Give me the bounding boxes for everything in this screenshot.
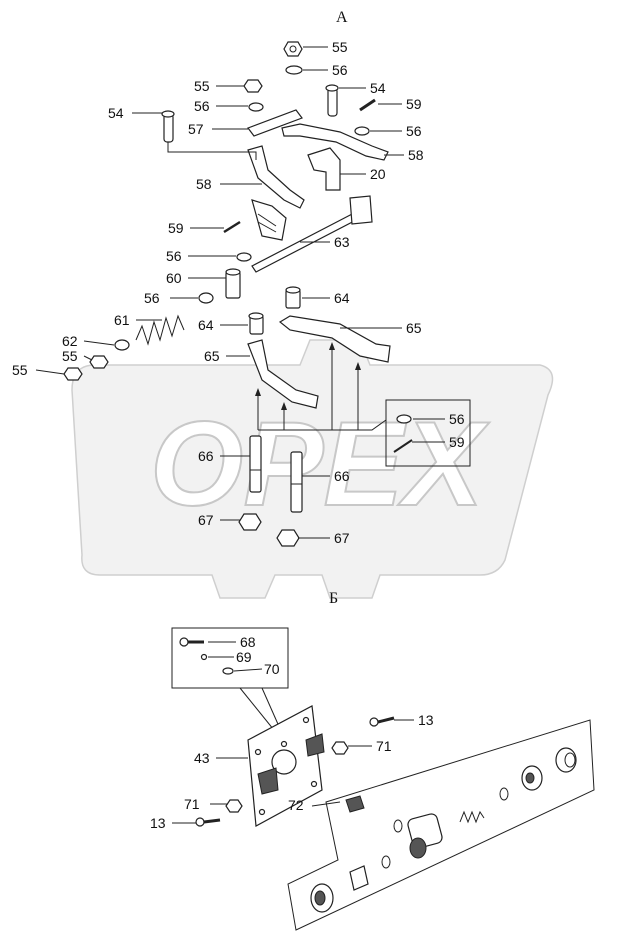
callout-56: 56: [406, 123, 422, 139]
part-washer-56-left: [248, 102, 264, 112]
callout-66: 66: [334, 468, 350, 484]
part-lever-65-right: [278, 315, 391, 363]
callout-70: 70: [264, 661, 280, 677]
part-pin-54-left: [161, 110, 175, 143]
part-washer-56-lower: [198, 292, 214, 304]
part-boot-72: [310, 883, 334, 913]
part-washer-62: [114, 339, 130, 351]
callout-55: 55: [332, 39, 348, 55]
section-label-a: А: [336, 9, 348, 26]
part-lever-58-left: [247, 145, 305, 209]
part-pin-54-right: [325, 84, 339, 117]
part-cylinder-72: [407, 813, 443, 859]
callout-56: 56: [194, 98, 210, 114]
callouts-a: 55 56 55 54 54 56 59 57 56 58 20 58 59 6…: [12, 39, 465, 546]
part-spring-block: [251, 199, 287, 241]
callout-72: 72: [288, 797, 304, 813]
callout-67: 67: [334, 530, 350, 546]
part-washer-56-right: [354, 126, 370, 136]
callout-63: 63: [334, 234, 350, 250]
callout-54: 54: [108, 105, 124, 121]
part-nut-55-left: [243, 79, 263, 93]
part-link-57: [247, 109, 303, 137]
part-fitting-72: [345, 795, 365, 813]
callout-65: 65: [204, 348, 220, 364]
part-end-72: [555, 747, 577, 773]
inset-box-68-70: 68 69 70: [171, 627, 289, 741]
callout-13: 13: [418, 712, 434, 728]
watermark-text: OPEX: [150, 397, 490, 531]
part-nut-67-left: [238, 513, 262, 531]
callout-59: 59: [168, 220, 184, 236]
callout-71: 71: [376, 738, 392, 754]
part-kit-72-panel: [287, 719, 595, 931]
part-plate-43: [247, 705, 325, 827]
callout-56: 56: [332, 62, 348, 78]
part-cap-72: [521, 765, 543, 791]
part-sleeve-64-lower: [248, 312, 264, 335]
watermark-gear: OPEX: [71, 339, 554, 599]
callout-57: 57: [188, 121, 204, 137]
part-stud-66-right: [290, 451, 303, 513]
part-bolt-13-top: [369, 716, 395, 727]
callout-64: 64: [334, 290, 350, 306]
callout-67: 67: [198, 512, 214, 528]
part-spring-61: [135, 314, 185, 346]
section-label-b: Б: [329, 590, 338, 607]
callouts-b: 13 43 71 71 72 13: [150, 712, 434, 831]
part-washer-56-top: [285, 65, 303, 75]
callout-56: 56: [449, 411, 465, 427]
callout-65: 65: [406, 320, 422, 336]
callout-66: 66: [198, 448, 214, 464]
callout-55: 55: [62, 348, 78, 364]
part-nut-55-lower-a: [89, 355, 109, 369]
part-nut-55-lower-b: [63, 367, 83, 381]
callout-55: 55: [12, 362, 28, 378]
leader-pin-to-lever: [167, 142, 257, 160]
part-plug-72: [349, 865, 369, 891]
callout-56: 56: [166, 248, 182, 264]
callout-59: 59: [449, 434, 465, 450]
callout-68: 68: [240, 634, 256, 650]
part-stud-66-left: [249, 435, 262, 493]
part-sleeve-64-upper: [285, 286, 301, 309]
callout-59: 59: [406, 96, 422, 112]
callout-69: 69: [236, 649, 252, 665]
callout-62: 62: [62, 333, 78, 349]
leaders-b: [172, 719, 414, 824]
part-nut-71-left: [225, 799, 243, 813]
assembly-arrows: [255, 342, 387, 466]
callout-58: 58: [408, 147, 424, 163]
part-lever-65-left: [247, 339, 319, 409]
part-washer-56-mid: [236, 252, 252, 262]
callout-20: 20: [370, 166, 386, 182]
part-nut-71-top: [331, 741, 349, 755]
callout-54: 54: [370, 80, 386, 96]
part-cotter-59-mid: [223, 220, 241, 234]
callout-71: 71: [184, 796, 200, 812]
part-cotter-59-top: [359, 98, 376, 112]
part-nut-67-right: [276, 529, 300, 547]
callout-58: 58: [196, 176, 212, 192]
callout-61: 61: [114, 312, 130, 328]
callout-64: 64: [198, 317, 214, 333]
callout-60: 60: [166, 270, 182, 286]
callout-55: 55: [194, 78, 210, 94]
part-bolt-13-left: [195, 817, 221, 827]
callout-13: 13: [150, 815, 166, 831]
part-bracket-20: [307, 147, 341, 191]
leaders-a: [35, 46, 445, 539]
part-nut-55-top: [283, 41, 303, 57]
callout-43: 43: [194, 750, 210, 766]
inset-box-56-59: [385, 399, 471, 467]
part-bushing-60: [225, 268, 241, 299]
part-lever-58-right: [281, 123, 389, 161]
callout-56: 56: [144, 290, 160, 306]
